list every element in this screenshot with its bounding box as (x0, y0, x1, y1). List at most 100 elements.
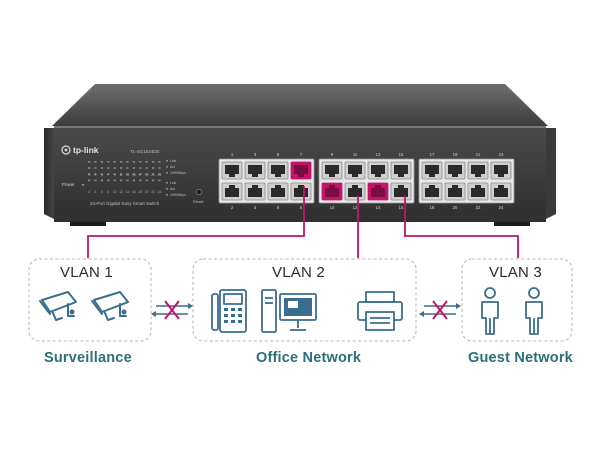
led-port-number: 19 (145, 173, 149, 177)
port-socket (471, 185, 485, 197)
ethernet-port-24[interactable] (490, 182, 512, 201)
switch-description: 24-Port Gigabit Easy Smart Switch (90, 201, 160, 206)
led-port-number: 3 (95, 173, 97, 177)
ethernet-port-15[interactable] (390, 161, 412, 180)
ethernet-port-18[interactable] (421, 182, 443, 201)
port-socket (394, 165, 408, 177)
reset-button[interactable] (196, 189, 202, 195)
port-number-label: 1 (231, 152, 234, 157)
status-led (158, 173, 161, 175)
port-number-label: 16 (399, 205, 404, 210)
status-led (145, 167, 148, 169)
ethernet-port-4[interactable] (244, 182, 266, 201)
port-number-label: 5 (277, 152, 280, 157)
ethernet-port-6[interactable] (267, 182, 289, 201)
legend-led (166, 182, 168, 184)
status-led (88, 173, 91, 175)
port-socket (448, 165, 462, 177)
port-socket (348, 165, 362, 177)
ethernet-port-21[interactable] (467, 161, 489, 180)
power-led (82, 184, 85, 186)
status-led (158, 179, 161, 182)
status-led (152, 161, 155, 163)
status-led (126, 173, 129, 175)
status-led (107, 167, 110, 169)
led-legend-label: Link (170, 181, 177, 185)
model-text: TL-SG1024DE (130, 149, 160, 154)
ethernet-port-8[interactable] (290, 182, 312, 201)
status-led (126, 179, 129, 182)
ethernet-port-7[interactable] (290, 161, 312, 180)
port-number-label: 11 (353, 152, 358, 157)
ethernet-port-10[interactable] (321, 182, 343, 201)
status-led (113, 167, 116, 169)
ethernet-port-3[interactable] (244, 161, 266, 180)
led-port-number: 10 (113, 190, 117, 194)
ethernet-port-9[interactable] (321, 161, 343, 180)
port-number-label: 13 (376, 152, 381, 157)
status-led (139, 173, 142, 175)
port-socket (494, 185, 508, 197)
port-socket (294, 165, 308, 177)
port-number-label: 10 (330, 205, 335, 210)
ethernet-port-23[interactable] (490, 161, 512, 180)
status-led (132, 167, 135, 169)
ethernet-port-14[interactable] (367, 182, 389, 201)
port-group-frame (418, 158, 515, 204)
led-port-number: 23 (158, 173, 162, 177)
port-number-label: 21 (476, 152, 481, 157)
status-led (88, 161, 91, 163)
ethernet-port-12[interactable] (344, 182, 366, 201)
port-socket (425, 185, 439, 197)
ethernet-port-17[interactable] (421, 161, 443, 180)
led-port-number: 5 (101, 173, 103, 177)
vlan2-title: VLAN 2 (272, 264, 325, 281)
legend-led (166, 172, 168, 174)
port-number-label: 19 (453, 152, 458, 157)
status-led (152, 179, 155, 182)
ethernet-port-2[interactable] (221, 182, 243, 201)
port-number-label: 8 (300, 205, 303, 210)
status-led (132, 173, 135, 175)
port-number-label: 7 (300, 152, 303, 157)
status-led (139, 179, 142, 182)
port-number-label: 18 (430, 205, 435, 210)
port-number-label: 20 (453, 205, 458, 210)
port-socket (371, 185, 385, 197)
led-port-number: 9 (114, 173, 116, 177)
port-socket (348, 185, 362, 197)
led-port-number: 8 (107, 190, 109, 194)
status-led (100, 161, 103, 163)
status-led (94, 161, 97, 163)
port-socket (325, 165, 339, 177)
port-socket (425, 165, 439, 177)
led-port-number: 4 (95, 190, 97, 194)
status-led (158, 167, 161, 169)
led-port-number: 16 (132, 190, 136, 194)
power-label: Power (62, 182, 75, 187)
ethernet-port-20[interactable] (444, 182, 466, 201)
port-number-label: 2 (231, 205, 234, 210)
ethernet-port-11[interactable] (344, 161, 366, 180)
port-number-label: 3 (254, 152, 257, 157)
ethernet-port-19[interactable] (444, 161, 466, 180)
legend-led (166, 188, 168, 190)
status-led (88, 179, 91, 182)
ethernet-port-5[interactable] (267, 161, 289, 180)
status-led (94, 173, 97, 175)
port-socket (494, 165, 508, 177)
ethernet-port-13[interactable] (367, 161, 389, 180)
ethernet-port-16[interactable] (390, 182, 412, 201)
printer-icon (357, 291, 403, 331)
ethernet-port-1[interactable] (221, 161, 243, 180)
legend-led (166, 166, 168, 168)
ethernet-port-22[interactable] (467, 182, 489, 201)
status-led (132, 179, 135, 182)
status-led (120, 173, 123, 175)
port-number-label: 14 (376, 205, 381, 210)
isolation-marker-vlan2-vlan3 (419, 300, 461, 320)
status-led (132, 161, 135, 163)
port-socket (248, 165, 262, 177)
port-number-label: 6 (277, 205, 280, 210)
